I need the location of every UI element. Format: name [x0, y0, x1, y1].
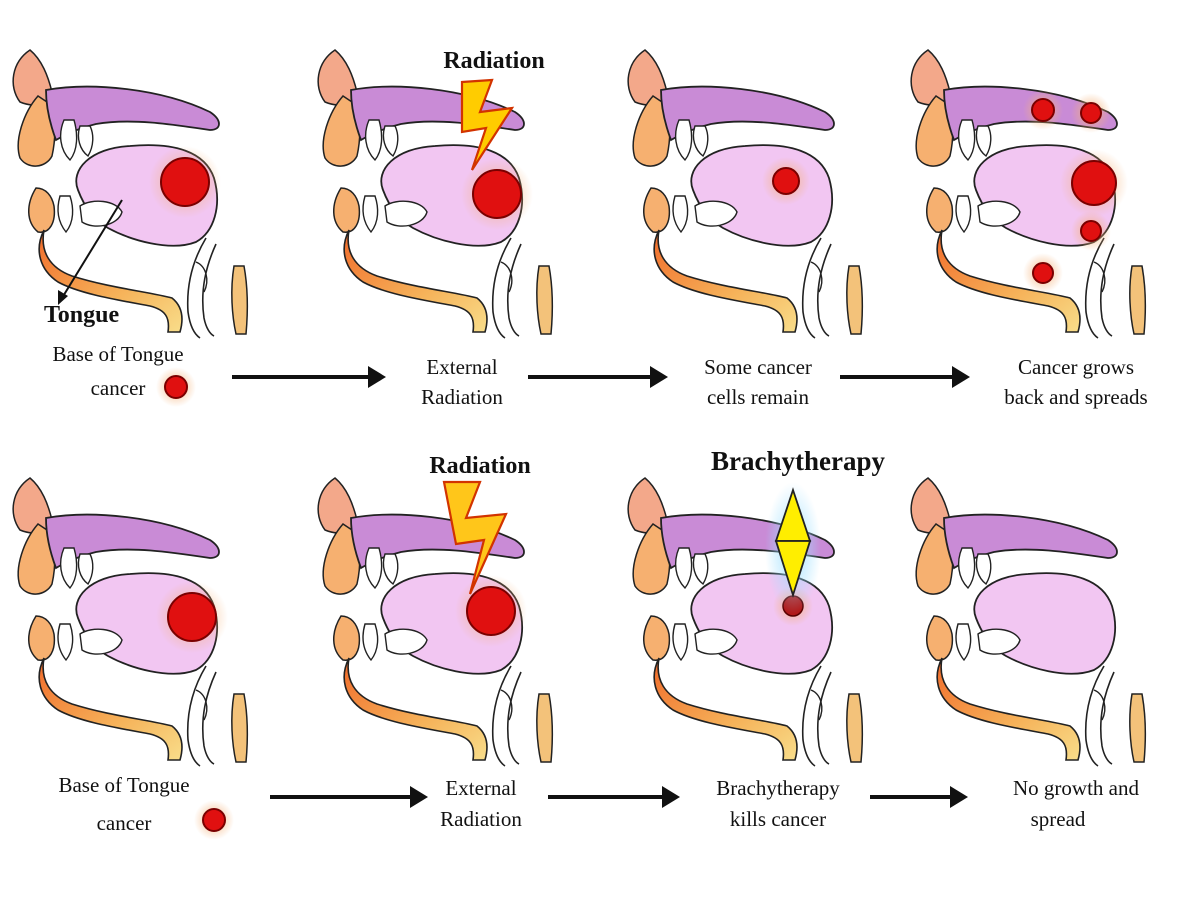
- caption-r2-p4-line1: No growth and: [1013, 776, 1139, 800]
- tongue-pointer-arrow: [58, 199, 123, 305]
- caption-r1-p2-line1: External: [426, 355, 497, 379]
- head-cross-section-r2-p4: [910, 477, 1147, 767]
- radiation-title-r1: Radiation: [443, 48, 544, 74]
- head-cross-section-r1-p3: [627, 49, 864, 339]
- tumor-large: [472, 169, 522, 219]
- caption-r1-p1-line2: cancer: [91, 376, 146, 400]
- tumor-large: [167, 592, 217, 642]
- tumor-spread: [1031, 98, 1055, 122]
- caption-r1-p3-line2: cells remain: [707, 385, 810, 409]
- caption-r2-p3-line1: Brachytherapy: [716, 776, 840, 800]
- radiation-bolt-icon: [460, 78, 515, 171]
- radiation-bolt-icon: [442, 480, 508, 595]
- tongue-label: Tongue: [44, 302, 120, 328]
- tumors: [149, 90, 1128, 840]
- tumor-large: [466, 586, 516, 636]
- tumor-regrown: [1071, 160, 1117, 206]
- flow-arrow: [270, 786, 428, 808]
- flow-arrow: [840, 366, 970, 388]
- radiation-title-r2: Radiation: [429, 453, 530, 479]
- flow-arrow: [528, 366, 668, 388]
- flow-arrow: [870, 786, 968, 808]
- tumor-spread: [1080, 220, 1102, 242]
- brachytherapy-source-icon: [765, 482, 821, 614]
- tumor-legend-icon: [164, 375, 188, 399]
- tumor-legend-icon: [202, 808, 226, 832]
- tumor-spread: [1032, 262, 1054, 284]
- caption-r2-p1-line1: Base of Tongue: [58, 773, 189, 797]
- caption-r2-p1-line2: cancer: [97, 811, 152, 835]
- caption-r1-p1-line1: Base of Tongue: [52, 342, 183, 366]
- tumor-large: [160, 157, 210, 207]
- caption-r2-p2-line1: External: [445, 776, 516, 800]
- head-cross-section-r2-p3: [627, 477, 864, 767]
- tumor-spread: [1080, 102, 1102, 124]
- caption-r2-p2-line2: Radiation: [440, 807, 522, 831]
- caption-r1-p2-line2: Radiation: [421, 385, 503, 409]
- brachytherapy-title: Brachytherapy: [711, 446, 885, 476]
- caption-r1-p3-line1: Some cancer: [704, 355, 812, 379]
- caption-r1-p4-line1: Cancer grows: [1018, 355, 1134, 379]
- caption-r2-p4-line2: spread: [1031, 807, 1086, 831]
- flow-arrow: [232, 366, 386, 388]
- caption-r2-p3-line2: kills cancer: [730, 807, 826, 831]
- flow-arrows: [232, 366, 970, 808]
- caption-r1-p4-line2: back and spreads: [1004, 385, 1147, 409]
- tumor-small: [772, 167, 800, 195]
- flow-arrow: [548, 786, 680, 808]
